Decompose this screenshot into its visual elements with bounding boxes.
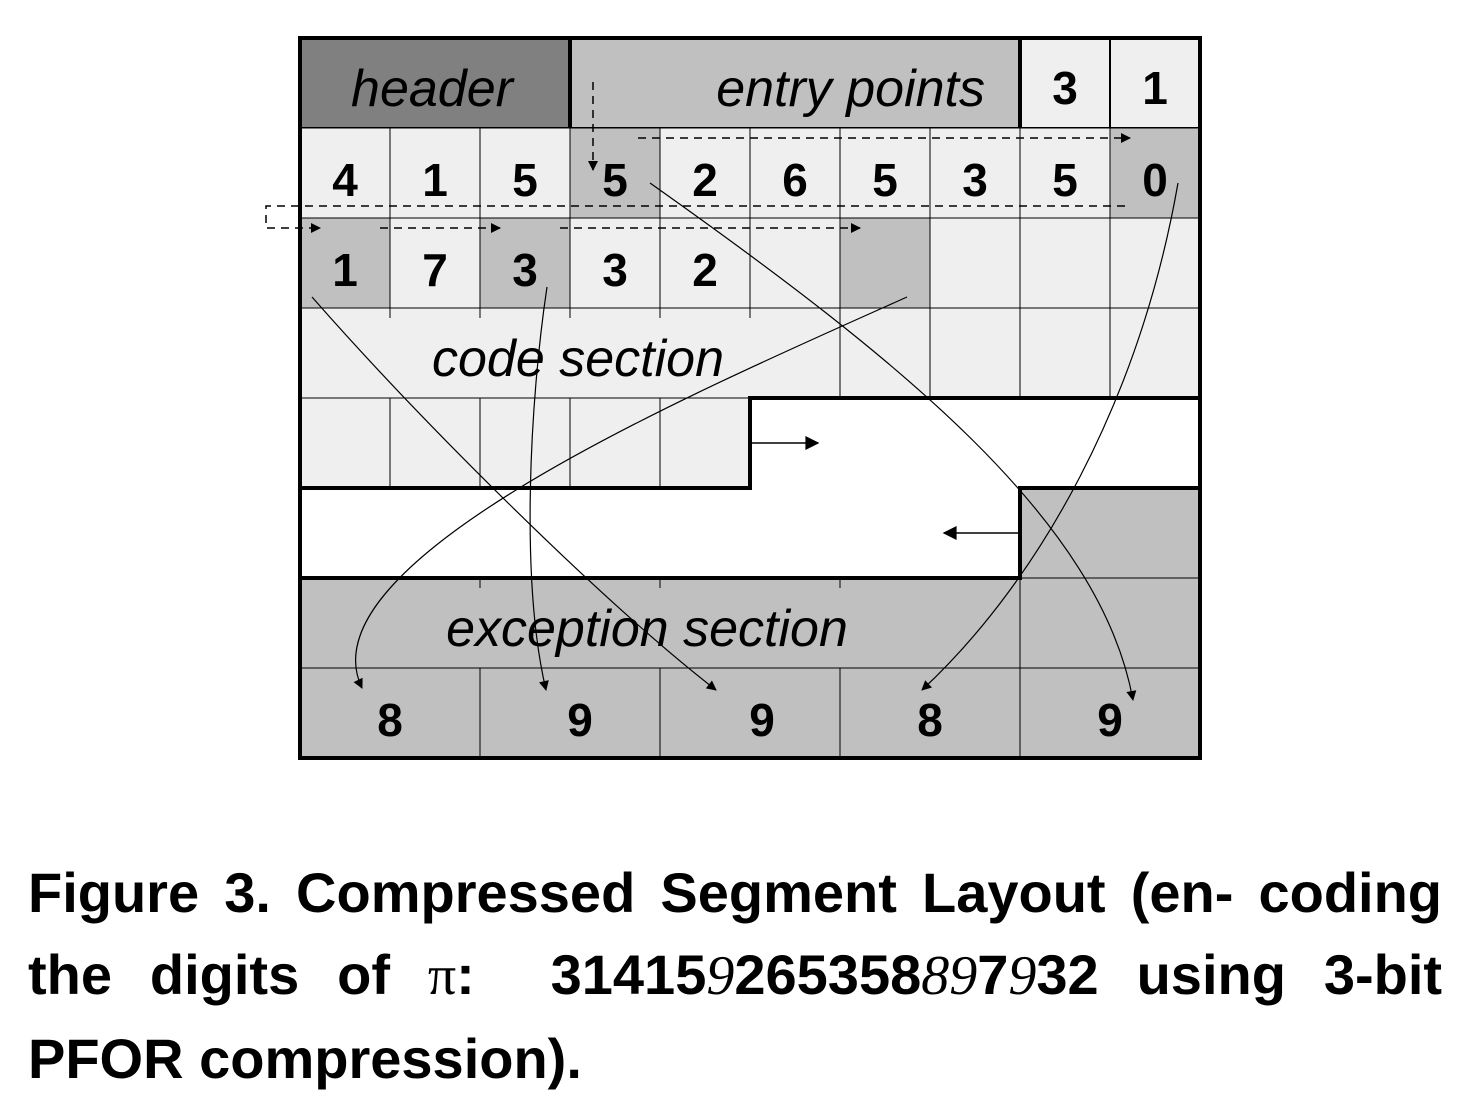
code-section-boundary [300, 396, 1200, 490]
pi-exception-digits: 9 [706, 944, 735, 1007]
code-digit: 2 [692, 244, 718, 296]
exception-digit: 8 [917, 694, 943, 746]
code-digit: 5 [512, 154, 538, 206]
code-digit: 5 [1052, 154, 1078, 206]
code-cell [479, 127, 571, 219]
header-block [299, 37, 571, 129]
code-section-label: code section [432, 330, 724, 388]
code-cell [569, 217, 661, 309]
pi-digits-part: 32 [1036, 942, 1099, 1006]
code-cell [659, 127, 751, 219]
code-digit: 1 [332, 244, 358, 296]
caption-prefix: Figure 3. Compressed Segment Layout (en-… [28, 861, 1442, 1006]
pi-digits-part: 31415 [550, 942, 707, 1006]
code-digit: 4 [332, 154, 358, 206]
code-cell [929, 217, 1021, 309]
pi-exception-digits: 89 [921, 944, 978, 1007]
exception-cell [1019, 667, 1201, 759]
header-value: 3 [1052, 62, 1078, 114]
exception-slot-cell [839, 217, 931, 309]
header-value: 1 [1142, 62, 1168, 114]
code-cell [389, 217, 481, 309]
exception-section-label: exception section [446, 600, 848, 658]
exception-digit: 8 [377, 694, 403, 746]
exception-section: exception section 8 9 9 8 9 [299, 487, 1201, 759]
code-digit: 7 [422, 244, 448, 296]
exception-cell [659, 667, 841, 759]
pi-symbol: π [427, 944, 457, 1007]
exception-slot-cell [479, 217, 571, 309]
code-tail-row [299, 397, 751, 489]
code-section-row: code section [299, 307, 1201, 399]
code-digit: 3 [962, 154, 988, 206]
exception-digit: 9 [1097, 694, 1123, 746]
pi-exception-digits: 9 [1008, 944, 1037, 1007]
code-cell [1019, 127, 1111, 219]
pi-digits: 314159265358897932 [550, 942, 1099, 1007]
code-digit: 0 [1142, 154, 1168, 206]
exception-links [311, 182, 1179, 701]
code-cell [1109, 217, 1201, 309]
exception-digit: 9 [567, 694, 593, 746]
code-cell [389, 127, 481, 219]
code-digit: 2 [692, 154, 718, 206]
code-row-2: 1 7 3 3 2 [299, 217, 1201, 309]
entry-points-label: entry points [716, 60, 985, 118]
entry-points-block [569, 37, 1021, 129]
code-digit: 3 [602, 244, 628, 296]
code-cell [839, 127, 931, 219]
caption-suffix: using 3-bit PFOR compression). [28, 942, 1443, 1090]
code-cell [1019, 217, 1111, 309]
code-digit: 5 [602, 154, 628, 206]
code-digit: 3 [512, 244, 538, 296]
figure-caption: Figure 3. Compressed Segment Layout (en-… [28, 852, 1442, 1099]
header-label: header [351, 60, 516, 118]
exception-slot-cell [1109, 127, 1201, 219]
segment-frame [298, 36, 1202, 760]
code-digit: 1 [422, 154, 448, 206]
code-cell [929, 127, 1021, 219]
code-row-1: 4 1 5 5 2 6 5 3 5 0 [299, 127, 1201, 219]
exception-chain [265, 82, 1131, 233]
code-cell [749, 127, 841, 219]
exception-slot-cell [299, 217, 391, 309]
exception-digit: 9 [749, 694, 775, 746]
segment-layout-diagram: header entry points 3 1 4 1 5 5 2 6 5 3 … [265, 36, 1202, 760]
code-digit: 5 [872, 154, 898, 206]
code-cell [749, 217, 841, 309]
pi-digits-part: 265358 [734, 942, 922, 1006]
exception-cell [479, 667, 661, 759]
caption-colon: : [456, 942, 475, 1006]
pi-digits-part: 7 [977, 942, 1009, 1006]
code-digit: 6 [782, 154, 808, 206]
